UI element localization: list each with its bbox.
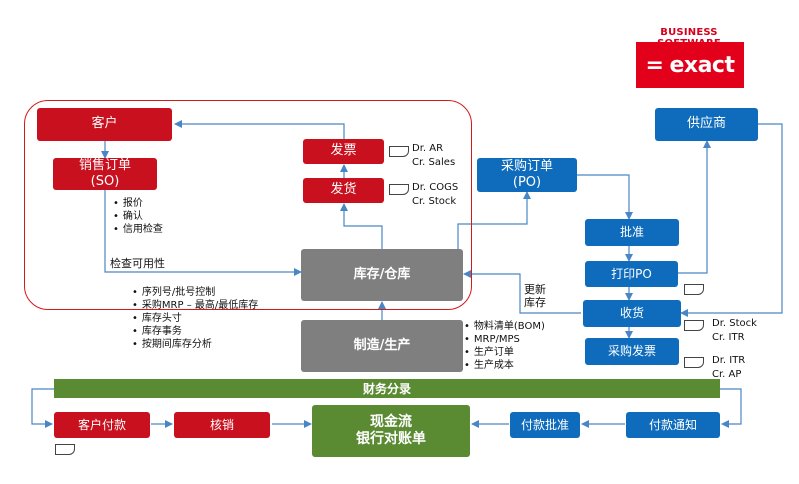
production-bullet-item: MRP/MPS: [464, 333, 545, 346]
logo-brand: exact: [669, 52, 735, 78]
production-bullet-item: 物料清单(BOM): [464, 320, 545, 333]
arrow-inventory-to-delivery: [340, 203, 383, 249]
node-receive: 收货: [583, 300, 681, 327]
arrow-po-to-approve: [577, 174, 633, 220]
label-check-availability: 检查可用性: [110, 257, 165, 270]
arrow-finance-to-notice: [720, 388, 742, 428]
inventory-bullet-item: 采购MRP – 最高/最低库存: [132, 299, 258, 312]
inventory-bullet-list: 序列号/批号控制 采购MRP – 最高/最低库存 库存头寸 库存事务 按期间库存…: [132, 286, 258, 351]
arrow-supplier-to-receive: [680, 123, 783, 317]
node-inventory: 库存/仓库: [301, 249, 463, 301]
production-bullet-item: 生产成本: [464, 359, 545, 372]
inventory-bullet-item: 库存头寸: [132, 312, 258, 325]
so-bullet-item: 确认: [113, 210, 163, 223]
node-sales-order: 销售订单 (SO): [53, 158, 157, 190]
node-customer: 客户: [37, 108, 172, 141]
arrow-finance-to-custpay: [31, 388, 54, 428]
inventory-bullet-item: 序列号/批号控制: [132, 286, 258, 299]
document-icon: [684, 320, 704, 331]
arrow-print-to-supplier: [678, 140, 711, 274]
document-icon: [389, 146, 409, 157]
document-icon: [389, 184, 409, 195]
node-purchase-invoice: 采购发票: [585, 338, 679, 365]
node-delivery: 发货: [303, 178, 384, 203]
node-print-po: 打印PO: [585, 261, 678, 287]
node-cash-flow: 现金流 银行对账单: [312, 405, 470, 457]
node-writeoff: 核销: [174, 412, 270, 438]
node-payment-approval: 付款批准: [510, 412, 580, 438]
so-bullet-list: 报价 确认 信用检查: [113, 197, 163, 236]
note-invoice-entry: Dr. AR Cr. Sales: [412, 143, 456, 168]
inventory-bullet-item: 库存事务: [132, 325, 258, 338]
node-invoice: 发票: [303, 139, 384, 164]
note-delivery-entry: Dr. COGS Cr. Stock: [412, 182, 459, 207]
exact-logo: = exact: [636, 42, 744, 88]
node-production: 制造/生产: [301, 320, 463, 372]
production-bullet-item: 生产订单: [464, 346, 545, 359]
node-supplier: 供应商: [655, 108, 758, 141]
document-icon: [55, 444, 75, 455]
document-icon: [684, 357, 704, 368]
label-update-inventory: 更新 库存: [524, 283, 546, 309]
note-receive-entry: Dr. Stock Cr. ITR: [712, 318, 757, 343]
node-purchase-order: 采购订单 (PO): [477, 158, 577, 192]
so-bullet-item: 信用检查: [113, 223, 163, 236]
arrow-invoice-to-customer: [174, 120, 345, 139]
production-bullet-list: 物料清单(BOM) MRP/MPS 生产订单 生产成本: [464, 320, 545, 372]
node-approve: 批准: [585, 219, 679, 246]
node-customer-payment: 客户付款: [54, 412, 150, 438]
arrow-so-to-inventory: [104, 190, 302, 276]
inventory-bullet-item: 按期间库存分析: [132, 338, 258, 351]
arrow-receive-to-inventory: [463, 270, 581, 314]
arrow-inventory-to-po: [457, 191, 531, 249]
node-payment-notice: 付款通知: [626, 412, 720, 438]
document-icon: [684, 284, 704, 295]
note-purchase-invoice-entry: Dr. ITR Cr. AP: [712, 355, 746, 380]
finance-journal-bar: 财务分录: [54, 379, 720, 398]
so-bullet-item: 报价: [113, 197, 163, 210]
logo-mark: =: [645, 52, 664, 78]
